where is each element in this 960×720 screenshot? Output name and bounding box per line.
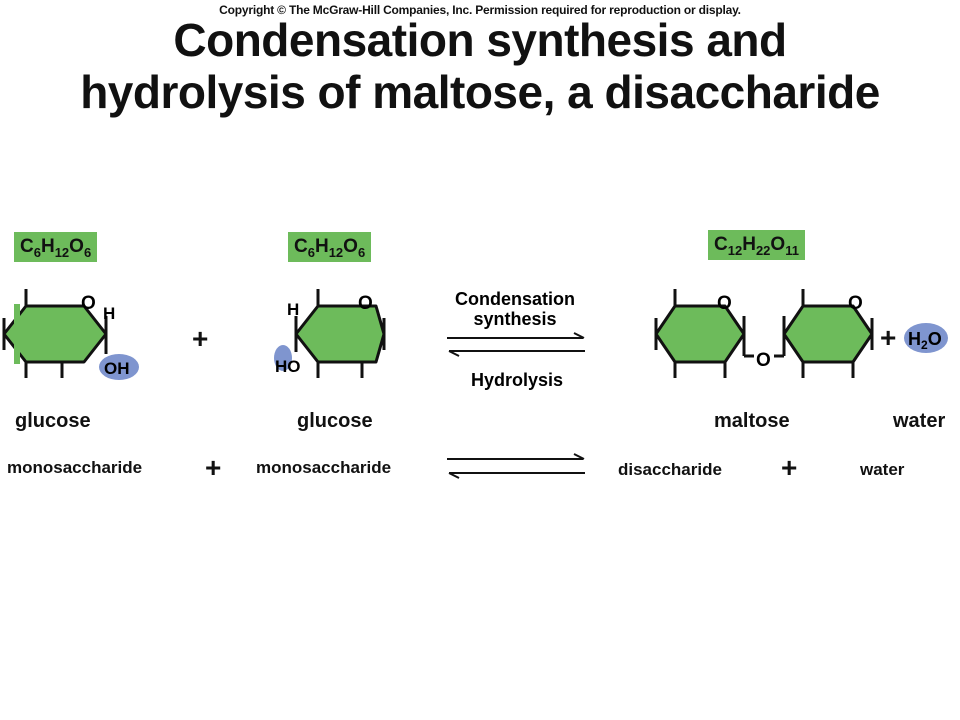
- hydrolysis-label: Hydrolysis: [471, 370, 563, 390]
- hydroxyl-highlight: [274, 345, 292, 371]
- oxygen-label: O: [717, 293, 732, 314]
- maltose-ring-right: [774, 289, 874, 378]
- plus-sign: +: [880, 322, 897, 353]
- formula-glucose-2: C6H12O6: [288, 232, 372, 262]
- title-line-2: hydrolysis of maltose, a disaccharide: [80, 66, 880, 118]
- plus-sign: +: [205, 452, 222, 483]
- glucose-ring-1: [2, 289, 108, 378]
- maltose-name: maltose: [714, 410, 790, 432]
- plus-sign: +: [192, 323, 209, 354]
- glucose-name: glucose: [297, 410, 373, 432]
- title-line-1: Condensation synthesis and: [173, 14, 787, 66]
- hydroxyl-label: OH: [104, 359, 130, 378]
- glucose-name: glucose: [15, 410, 91, 432]
- hydrogen-label: H: [103, 304, 115, 323]
- oxygen-label: O: [358, 293, 373, 314]
- oxygen-label: O: [81, 293, 96, 314]
- reaction-arrows: [447, 332, 585, 357]
- synthesis-label: synthesis: [473, 309, 556, 329]
- disaccharide-label: disaccharide: [618, 460, 722, 479]
- page-title: Condensation synthesis and hydrolysis of…: [0, 14, 960, 118]
- monosaccharide-label: monosaccharide: [7, 458, 143, 477]
- condensation-label: Condensation: [455, 289, 575, 309]
- water-formula: H2O: [908, 329, 942, 352]
- formula-glucose-1: C6H12O6: [14, 232, 98, 262]
- hydroxyl-label: HO: [275, 357, 301, 376]
- maltose-ring-left: [654, 289, 754, 378]
- plus-sign: +: [781, 452, 798, 483]
- monosaccharide-label: monosaccharide: [256, 458, 392, 477]
- water-name: water: [893, 410, 946, 432]
- hydroxyl-highlight: [99, 354, 139, 380]
- hydrogen-label: H: [287, 300, 299, 319]
- formula-maltose: C12H22O11: [708, 230, 805, 260]
- oxygen-label: O: [848, 293, 863, 314]
- water-highlight: [904, 323, 948, 353]
- water-label: water: [860, 460, 905, 479]
- glucose-ring-2: [294, 289, 386, 378]
- category-arrows: [447, 453, 585, 479]
- glycosidic-oxygen-label: O: [756, 350, 771, 371]
- copyright-notice: Copyright © The McGraw-Hill Companies, I…: [219, 3, 741, 17]
